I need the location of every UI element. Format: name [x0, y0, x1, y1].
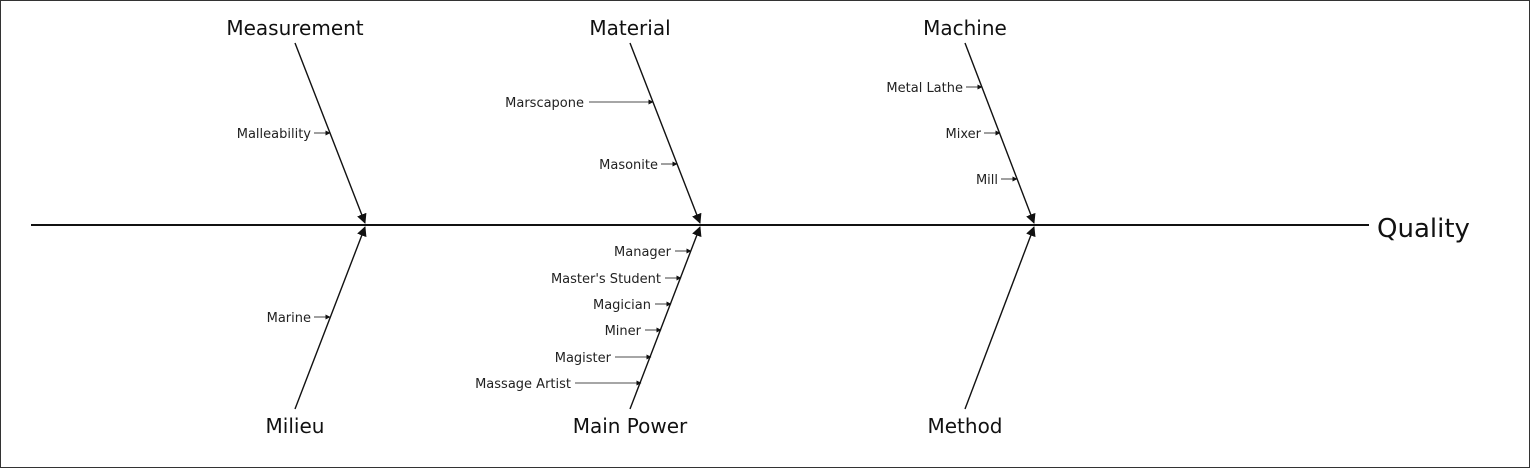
category-label-machine: Machine: [923, 16, 1007, 40]
cause-label-masters-student: Master's Student: [551, 272, 661, 287]
bone-material: [629, 42, 702, 224]
cause-label-masonite: Masonite: [599, 158, 658, 173]
category-label-milieu: Milieu: [266, 414, 325, 438]
cause-label-mill: Mill: [976, 173, 998, 188]
bone-method: [964, 226, 1036, 410]
category-label-main-power: Main Power: [573, 414, 688, 438]
cause-label-marine: Marine: [267, 311, 311, 326]
category-label-material: Material: [589, 16, 670, 40]
cause-label-massage-artist: Massage Artist: [475, 377, 571, 392]
cause-label-magician: Magician: [593, 298, 651, 313]
cause-label-metal-lathe: Metal Lathe: [886, 81, 963, 96]
cause-label-malleability: Malleability: [237, 127, 312, 142]
bone-main-power: [629, 226, 702, 410]
category-label-method: Method: [927, 414, 1002, 438]
effect-label: Quality: [1377, 214, 1470, 244]
category-label-measurement: Measurement: [226, 16, 363, 40]
cause-label-marscapone: Marscapone: [505, 96, 584, 111]
cause-label-mixer: Mixer: [946, 127, 982, 142]
cause-label-manager: Manager: [614, 245, 672, 260]
cause-label-magister: Magister: [555, 351, 612, 366]
cause-label-miner: Miner: [605, 324, 642, 339]
